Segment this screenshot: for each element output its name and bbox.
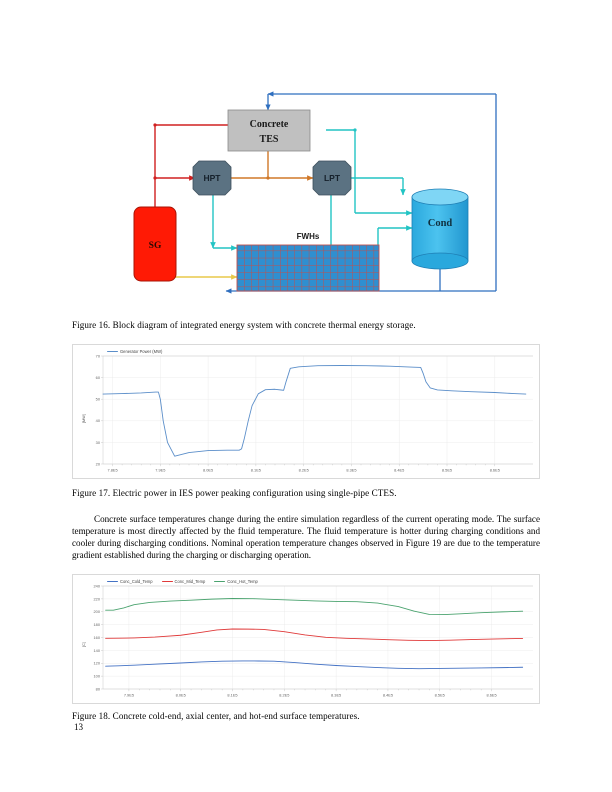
figure18-plot: 80 100 120 140 160 180 200 220 240 7.9E5 8.0E5 8.1E… bbox=[94, 583, 533, 698]
svg-text:40: 40 bbox=[96, 418, 101, 423]
block-label-fwhs: FWHs bbox=[297, 232, 320, 241]
svg-text:220: 220 bbox=[94, 596, 101, 601]
legend-label: Conc_Hot_Temp bbox=[227, 579, 258, 584]
figure16-caption: Figure 16. Block diagram of integrated e… bbox=[72, 320, 416, 330]
svg-text:120: 120 bbox=[94, 661, 101, 666]
svg-text:8.0E5: 8.0E5 bbox=[176, 693, 186, 698]
svg-text:7.9E5: 7.9E5 bbox=[155, 468, 165, 473]
svg-text:8.5E5: 8.5E5 bbox=[442, 468, 452, 473]
figure17-legend: Generator Power (MW) bbox=[107, 349, 162, 354]
legend-label: Conc_Mid_Temp bbox=[174, 579, 206, 584]
block-label-lpt: LPT bbox=[324, 173, 341, 183]
figure17-chart: Generator Power (MW) [MW] 20 30 40 50 60 70 7.… bbox=[72, 344, 540, 479]
legend-swatch-icon bbox=[214, 580, 226, 583]
svg-text:200: 200 bbox=[94, 609, 101, 614]
figure18-y-axis-unit: [C] bbox=[82, 642, 86, 647]
page-number: 13 bbox=[74, 722, 84, 732]
block-cond[interactable]: Cond bbox=[411, 188, 469, 270]
figure17-y-axis-unit: [MW] bbox=[82, 414, 86, 423]
svg-text:8.2E5: 8.2E5 bbox=[299, 468, 309, 473]
legend-item-conc-cold-temp: Conc_Cold_Temp bbox=[107, 579, 153, 584]
legend-swatch-icon bbox=[107, 350, 118, 353]
svg-text:80: 80 bbox=[96, 686, 101, 691]
figure18-legend: Conc_Cold_Temp Conc_Mid_Temp Conc_Hot_Te… bbox=[107, 579, 258, 584]
block-lpt[interactable]: LPT bbox=[312, 160, 352, 196]
svg-text:180: 180 bbox=[94, 622, 101, 627]
svg-text:8.0E5: 8.0E5 bbox=[203, 468, 213, 473]
block-label-tes-line1: Concrete bbox=[250, 119, 289, 130]
body-paragraph: Concrete surface temperatures change dur… bbox=[72, 514, 540, 561]
legend-label: Generator Power (MW) bbox=[120, 349, 163, 354]
block-sg[interactable]: SG bbox=[133, 206, 177, 282]
legend-label: Conc_Cold_Temp bbox=[120, 579, 153, 584]
svg-text:240: 240 bbox=[94, 583, 101, 588]
svg-text:8.3E5: 8.3E5 bbox=[346, 468, 356, 473]
svg-text:70: 70 bbox=[96, 353, 101, 358]
block-label-tes-line2: TES bbox=[260, 134, 279, 145]
svg-text:8.5E5: 8.5E5 bbox=[435, 693, 445, 698]
block-label-sg: SG bbox=[149, 241, 162, 251]
block-label-cond: Cond bbox=[428, 218, 453, 229]
figure16-block-diagram: Concrete TES HPT LPT SG bbox=[100, 85, 510, 310]
svg-text:30: 30 bbox=[96, 440, 101, 445]
svg-text:8.2E5: 8.2E5 bbox=[279, 693, 289, 698]
orange-tes-lines bbox=[230, 151, 314, 181]
svg-text:8.6E5: 8.6E5 bbox=[490, 468, 500, 473]
legend-item-conc-mid-temp: Conc_Mid_Temp bbox=[161, 579, 206, 584]
teal-extraction-lines bbox=[210, 128, 413, 251]
svg-text:100: 100 bbox=[94, 674, 101, 679]
legend-swatch-icon bbox=[161, 580, 173, 583]
figure17-caption: Figure 17. Electric power in IES power p… bbox=[72, 488, 397, 498]
svg-text:8.4E5: 8.4E5 bbox=[394, 468, 404, 473]
figure17-plot: 20 30 40 50 60 70 7.8E5 7.9E5 8.0E5 8.1E5 8.2E5 8.3… bbox=[96, 353, 533, 473]
figure18-chart: Conc_Cold_Temp Conc_Mid_Temp Conc_Hot_Te… bbox=[72, 574, 540, 704]
svg-text:8.1E5: 8.1E5 bbox=[251, 468, 261, 473]
legend-item-generator-power: Generator Power (MW) bbox=[107, 349, 162, 354]
legend-item-conc-hot-temp: Conc_Hot_Temp bbox=[214, 579, 258, 584]
block-hpt[interactable]: HPT bbox=[192, 160, 232, 196]
block-concrete-tes[interactable]: Concrete TES bbox=[227, 109, 311, 152]
svg-text:8.4E5: 8.4E5 bbox=[383, 693, 393, 698]
block-label-hpt: HPT bbox=[204, 173, 222, 183]
svg-text:140: 140 bbox=[94, 648, 101, 653]
svg-text:7.9E5: 7.9E5 bbox=[124, 693, 134, 698]
svg-text:8.3E5: 8.3E5 bbox=[331, 693, 341, 698]
block-fwhs[interactable]: FWHs bbox=[236, 232, 380, 292]
svg-text:160: 160 bbox=[94, 635, 101, 640]
svg-text:50: 50 bbox=[96, 397, 101, 402]
legend-swatch-icon bbox=[107, 580, 118, 583]
svg-text:60: 60 bbox=[96, 375, 101, 380]
svg-text:20: 20 bbox=[96, 461, 101, 466]
svg-text:7.8E5: 7.8E5 bbox=[107, 468, 117, 473]
svg-text:8.1E5: 8.1E5 bbox=[227, 693, 237, 698]
svg-text:8.6E5: 8.6E5 bbox=[486, 693, 496, 698]
figure18-caption: Figure 18. Concrete cold-end, axial cent… bbox=[72, 711, 360, 721]
